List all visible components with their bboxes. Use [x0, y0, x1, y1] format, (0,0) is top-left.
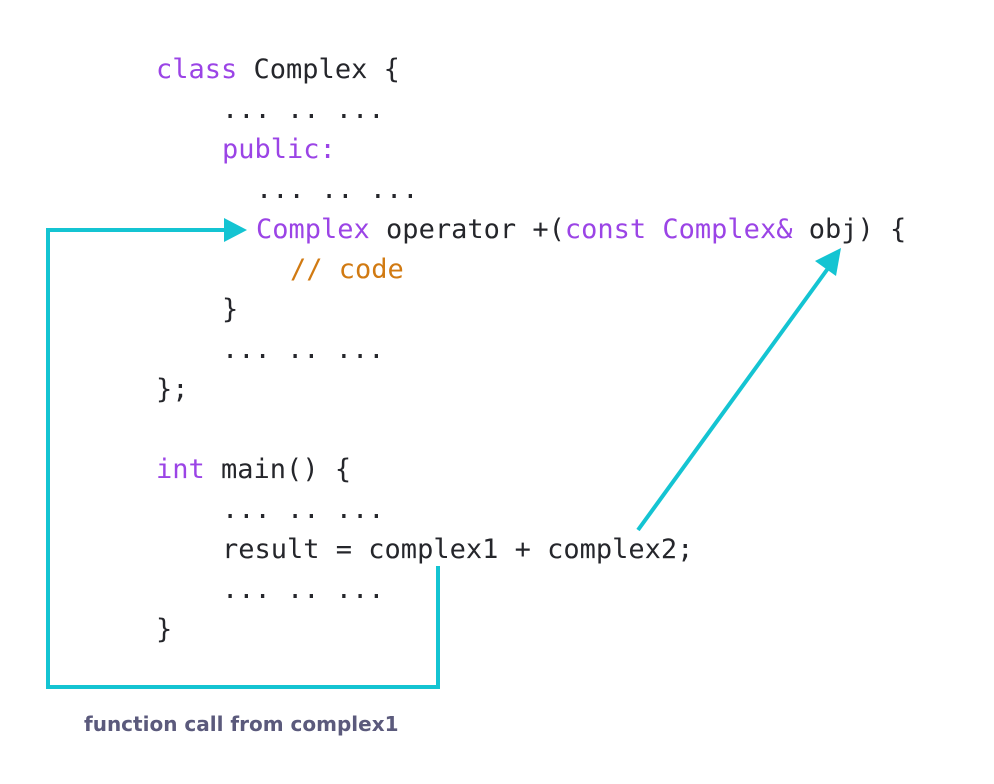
code-line: public: — [222, 134, 336, 165]
function-call-arrowhead — [224, 218, 247, 242]
code-line: } — [156, 614, 172, 645]
code-line: int main() { — [156, 454, 351, 485]
code-line: Complex operator +(const Complex& obj) { — [256, 214, 906, 245]
function-call-arrow — [46, 228, 440, 689]
code-token-text: result = complex1 + complex2; — [222, 534, 693, 565]
code-token-keyword: class — [156, 54, 237, 85]
code-token-comment: // code — [290, 254, 404, 285]
code-line: ... .. ... — [222, 334, 385, 365]
argument-arrowhead — [815, 248, 841, 276]
code-line: ... .. ... — [222, 494, 385, 525]
code-line: ... .. ... — [256, 174, 419, 205]
code-token-keyword: public: — [222, 134, 336, 165]
code-line: result = complex1 + complex2; — [222, 534, 693, 565]
code-token-keyword: int — [156, 454, 205, 485]
code-token-text: ... .. ... — [222, 94, 385, 125]
code-token-text: Complex { — [237, 54, 400, 85]
code-token-text: obj) { — [792, 214, 906, 245]
code-line: ... .. ... — [222, 94, 385, 125]
code-block: class Complex { ... .. ... public: ... .. .… — [156, 54, 906, 645]
code-line: ... .. ... — [222, 574, 385, 605]
code-token-keyword: Complex — [256, 214, 370, 245]
code-line: // code — [290, 254, 404, 285]
code-line: } — [222, 294, 238, 325]
code-token-text: } — [156, 614, 172, 645]
code-token-text: operator +( — [370, 214, 565, 245]
code-line: class Complex { — [156, 54, 400, 85]
caption: function call from complex1 — [84, 712, 399, 736]
code-line: }; — [156, 374, 189, 405]
code-token-text: ... .. ... — [222, 494, 385, 525]
code-token-text: }; — [156, 374, 189, 405]
code-token-keyword: const Complex& — [565, 214, 793, 245]
code-token-text: ... .. ... — [222, 334, 385, 365]
argument-arrow — [636, 265, 831, 532]
code-token-text: ... .. ... — [256, 174, 419, 205]
code-token-text: } — [222, 294, 238, 325]
code-token-text: ... .. ... — [222, 574, 385, 605]
code-token-text: main() { — [205, 454, 351, 485]
